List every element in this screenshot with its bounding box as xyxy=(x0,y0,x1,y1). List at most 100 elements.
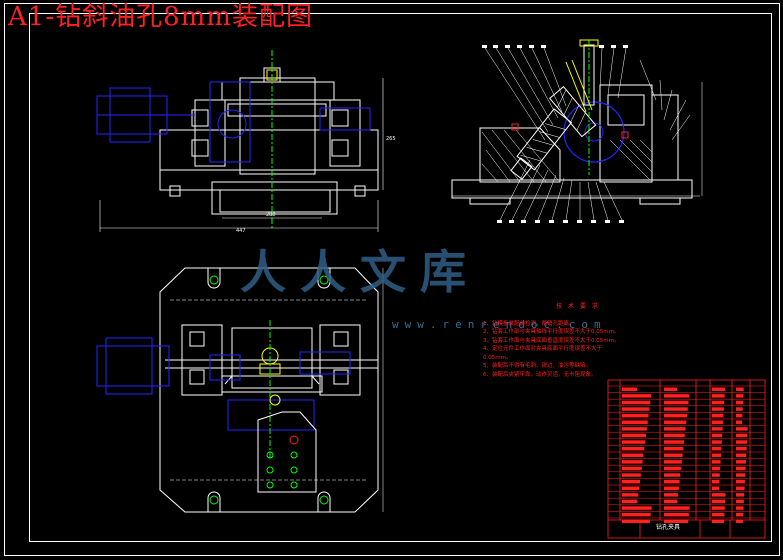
parts-row-entry xyxy=(664,400,689,405)
note-line: 5、装配后不得有毛刺、锐边、油污等缺陷。 xyxy=(483,363,592,369)
parts-row-entry xyxy=(712,512,725,517)
parts-row-entry xyxy=(622,387,637,391)
parts-row-entry xyxy=(622,420,648,424)
inner-border xyxy=(29,13,772,542)
parts-row-entry xyxy=(712,433,723,438)
parts-row-entry xyxy=(664,427,686,431)
parts-row-entry xyxy=(736,493,745,497)
parts-row-entry xyxy=(622,473,641,477)
leader-markers xyxy=(482,45,628,223)
watermark-url: www.renrendoc.com xyxy=(392,318,607,331)
section-view xyxy=(451,39,703,221)
parts-row-entry xyxy=(622,440,646,444)
parts-row-entry xyxy=(664,486,679,490)
parts-row-entry xyxy=(736,413,743,418)
note-line: 2、钻套工作部与夹具轴线平行度误差不大于0.05mm。 xyxy=(483,329,620,335)
parts-row-entry xyxy=(736,473,746,477)
parts-row-entry xyxy=(712,506,725,510)
parts-row-entry xyxy=(736,394,744,398)
outer-border xyxy=(4,3,780,556)
note-line: 6、装配后夹紧牢靠，动作灵活，无卡阻现象。 xyxy=(483,371,597,378)
dim-front-height: 265 xyxy=(386,136,396,142)
dim-front-width: 447 xyxy=(236,228,246,234)
parts-row-entry xyxy=(736,486,745,490)
title-block-cells xyxy=(608,519,765,538)
parts-row-entry xyxy=(712,519,724,523)
parts-row-entry xyxy=(622,460,643,464)
parts-row-entry xyxy=(664,453,683,457)
parts-row-entry xyxy=(736,479,745,484)
parts-row-entry xyxy=(622,394,652,398)
parts-row-entry xyxy=(712,473,720,477)
parts-row-entry xyxy=(736,499,744,504)
parts-row-entry xyxy=(664,420,687,424)
parts-row-entry xyxy=(622,486,640,490)
note-line: 0.05mm。 xyxy=(483,354,512,361)
parts-row-entry xyxy=(622,413,649,418)
watermark-logo: 人人文库 xyxy=(240,245,480,299)
parts-row-entry xyxy=(736,453,747,457)
note-line: 4、定位元件工作面对夹具底面平行度误差不大于 xyxy=(483,346,603,352)
parts-row-entry xyxy=(622,466,642,471)
parts-row-entry xyxy=(664,387,677,391)
dim-front-inner: 280 xyxy=(266,212,276,218)
parts-row-entry xyxy=(664,499,678,504)
parts-row-entry xyxy=(664,473,681,477)
parts-row-entry xyxy=(736,400,744,405)
parts-row-entry xyxy=(736,460,746,464)
technical-notes: 技 术 要 求 1、钻模板装配前检测，两销孔距离。 2、钻套工作部与夹具轴线平行… xyxy=(483,303,673,379)
parts-row-entry xyxy=(664,493,679,497)
drawing-title: A1-钻斜油孔8mm装配图 xyxy=(8,2,313,32)
parts-list xyxy=(607,379,766,539)
parts-row-entry xyxy=(664,413,688,418)
parts-row-entry xyxy=(622,499,638,504)
parts-row-entry xyxy=(712,387,725,391)
parts-row-entry xyxy=(712,420,723,424)
parts-row-entry xyxy=(622,433,646,438)
parts-row-entry xyxy=(712,427,723,431)
parts-row-entry xyxy=(622,519,650,523)
parts-row-entry xyxy=(712,413,724,418)
parts-row-entry xyxy=(712,479,720,484)
parts-row-entry xyxy=(736,427,748,431)
note-line: 1、钻模板装配前检测，两销孔距离。 xyxy=(483,320,575,327)
parts-row-entry xyxy=(622,479,640,484)
parts-row-entry xyxy=(712,400,725,405)
parts-row-entry xyxy=(736,440,747,444)
parts-row-entry xyxy=(736,506,744,510)
parts-row-entry xyxy=(664,407,688,411)
parts-row-entry xyxy=(712,466,721,471)
parts-row-entry xyxy=(712,394,725,398)
parts-row-entry xyxy=(622,453,644,457)
parts-list-rows xyxy=(608,385,765,523)
parts-row-entry xyxy=(622,407,650,411)
parts-row-entry xyxy=(664,512,689,517)
parts-row-entry xyxy=(622,400,651,405)
parts-row-entry xyxy=(712,446,722,451)
parts-row-entry xyxy=(664,479,680,484)
note-line: 3、钻套工作面与夹具底面垂直度误差不大于0.05mm。 xyxy=(483,337,620,344)
parts-row-entry xyxy=(712,499,726,504)
parts-row-entry xyxy=(736,446,747,451)
title-block-name: 钻孔夹具 xyxy=(656,524,681,531)
parts-row-entry xyxy=(736,420,742,424)
parts-row-entry xyxy=(712,486,719,490)
parts-row-entry xyxy=(736,512,744,517)
parts-row-entry xyxy=(622,446,645,451)
front-view xyxy=(96,50,384,232)
parts-row-entry xyxy=(712,460,721,464)
parts-row-entry xyxy=(622,506,652,510)
parts-row-entry xyxy=(664,440,685,444)
parts-row-entry xyxy=(712,407,724,411)
parts-row-entry xyxy=(736,433,748,438)
parts-row-entry xyxy=(664,433,685,438)
parts-row-entry xyxy=(736,387,744,391)
parts-row-entry xyxy=(664,446,684,451)
parts-row-entry xyxy=(664,466,682,471)
plan-view xyxy=(96,267,384,513)
parts-row-entry xyxy=(736,407,743,411)
parts-row-entry xyxy=(712,493,726,497)
parts-row-entry xyxy=(736,519,743,523)
technical-notes-heading: 技 术 要 求 xyxy=(556,303,600,310)
